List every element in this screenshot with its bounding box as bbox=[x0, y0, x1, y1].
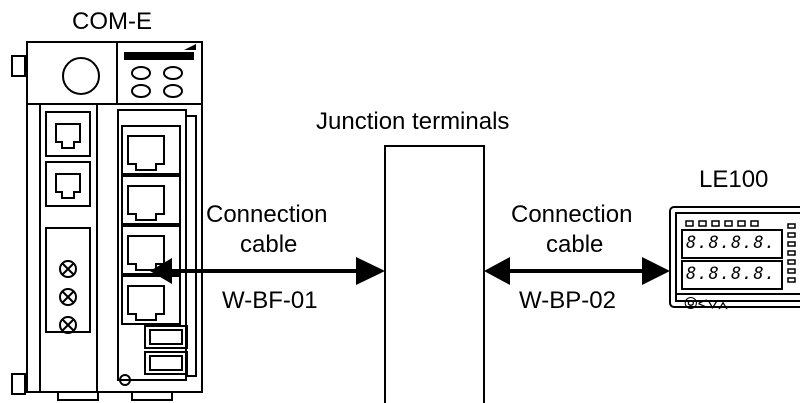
junction-terminals-label: Junction terminals bbox=[316, 108, 510, 135]
down-key-icon: ∨ bbox=[707, 294, 718, 313]
rj-port-right-1 bbox=[121, 125, 181, 175]
le100-label: LE100 bbox=[699, 166, 769, 193]
le100-display-top: 8.8.8.8. bbox=[686, 233, 776, 253]
com-e-module bbox=[11, 41, 203, 401]
rj-port-upper-2 bbox=[45, 161, 91, 207]
left-cable-label-line2: cable bbox=[240, 231, 298, 258]
right-cable-label-line2: cable bbox=[546, 231, 604, 258]
up-key-icon: ∧ bbox=[717, 294, 729, 313]
mode-key-icon: ⦾ bbox=[684, 294, 698, 313]
right-cable-model: W-BP-02 bbox=[519, 287, 616, 314]
left-key-icon: < bbox=[697, 294, 708, 313]
rj-port-right-4 bbox=[121, 275, 181, 325]
rj-port-right-2 bbox=[121, 175, 181, 225]
rotary-switch-icon bbox=[62, 57, 100, 95]
le100-display-bottom: 8.8.8.8. bbox=[686, 264, 776, 284]
screw-terminal-block bbox=[45, 227, 91, 334]
le100-controller bbox=[669, 206, 800, 308]
left-cable-model: W-BF-01 bbox=[222, 287, 318, 314]
led-indicators bbox=[124, 44, 196, 98]
left-cable-arrow bbox=[150, 257, 385, 285]
left-cable-label-line1: Connection bbox=[206, 201, 328, 228]
rj-port-upper-1 bbox=[45, 111, 91, 157]
junction-box bbox=[384, 145, 485, 403]
com-e-label: COM-E bbox=[72, 8, 152, 35]
right-cable-label-line1: Connection bbox=[511, 201, 633, 228]
right-cable-arrow bbox=[484, 257, 670, 285]
le100-keypad: ⦾<∨∧ bbox=[684, 291, 728, 317]
